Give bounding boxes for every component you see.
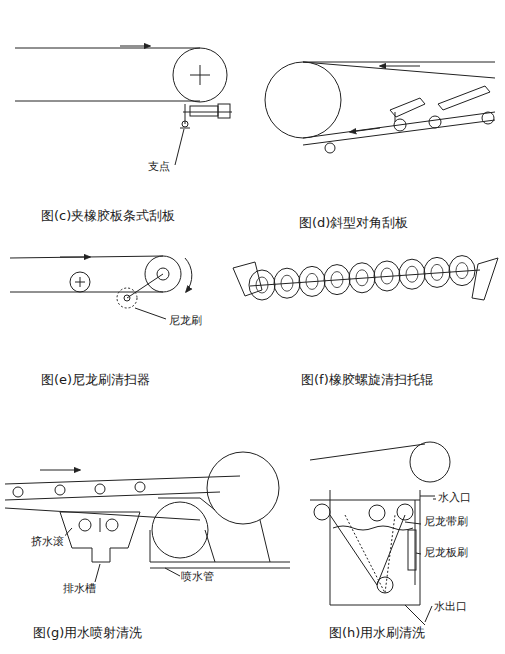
part-label: 水入口: [437, 491, 472, 504]
drawing-stroke: [95, 564, 100, 582]
scraper-c: [15, 46, 232, 165]
drawing-stroke: [180, 128, 190, 129]
drawing-stroke: [433, 499, 436, 500]
drawing-stroke: [350, 128, 380, 132]
water-spray-g: [5, 452, 290, 582]
drawing-stroke: [303, 62, 495, 78]
drawing-stroke: [265, 62, 341, 138]
drawing-stroke: [173, 48, 227, 102]
drawing-stroke: [303, 62, 495, 63]
drawing-stroke: [314, 504, 330, 520]
drawing-stroke: [117, 288, 137, 308]
drawing-stroke: [410, 442, 450, 482]
drawing-stroke: [380, 66, 420, 67]
drawing-stroke: [200, 65, 201, 85]
drawing-stroke: [482, 112, 494, 124]
drawing-stroke: [408, 530, 416, 570]
drawing-stroke: [135, 482, 145, 492]
drawing-stroke: [333, 526, 413, 530]
drawing-stroke: [420, 496, 435, 497]
drawing-stroke: [405, 605, 425, 625]
drawing-stroke: [405, 522, 421, 524]
drawing-stroke: [158, 498, 215, 510]
part-label: 尼龙板刷: [423, 546, 469, 559]
figure-caption: 图(f)橡胶螺旋清扫托辊: [300, 372, 434, 388]
part-label: 尼龙带刷: [423, 515, 469, 528]
drawing-stroke: [152, 502, 208, 558]
drawing-stroke: [60, 257, 90, 258]
drawing-stroke: [438, 86, 490, 110]
drawing-stroke: [10, 256, 163, 258]
nylon-brush-e: [10, 256, 192, 319]
drawing-stroke: [416, 553, 421, 554]
diagonal-scraper-d: [265, 62, 495, 153]
figure-caption: 图(c)夹橡胶板条式刮板: [40, 208, 176, 224]
figure-caption: 图(e)尼龙刷清扫器: [40, 372, 151, 388]
drawing-stroke: [55, 485, 65, 495]
part-label: 喷水管: [180, 570, 215, 583]
drawing-stroke: [100, 518, 101, 532]
drawing-stroke: [310, 500, 420, 501]
part-label: 尼龙刷: [168, 314, 203, 327]
part-label: 排水槽: [62, 582, 97, 595]
drawing-stroke: [70, 272, 90, 292]
drawing-stroke: [120, 46, 150, 47]
drawing-stroke: [5, 508, 200, 520]
drawing-stroke: [5, 492, 220, 500]
drawing-stroke: [330, 515, 405, 585]
drawing-stroke: [207, 452, 279, 524]
drawing-stroke: [80, 277, 81, 287]
pivot-label: 支点: [147, 160, 171, 173]
drawing-stroke: [150, 520, 270, 562]
drawing-stroke: [95, 484, 105, 494]
drawing-stroke: [106, 519, 118, 531]
drawing-stroke: [135, 308, 166, 319]
drawing-stroke: [218, 104, 230, 118]
drawing-stroke: [330, 490, 420, 605]
drawing-stroke: [472, 258, 498, 300]
drawing-stroke: [124, 295, 130, 301]
drawing-stroke: [40, 470, 80, 471]
drawing-stroke: [425, 606, 432, 622]
drawing-stroke: [394, 119, 406, 131]
drawing-stroke: [13, 487, 23, 497]
drawing-stroke: [10, 292, 163, 293]
drawing-stroke: [175, 129, 184, 165]
figure-caption: 图(d)斜型对角刮板: [298, 215, 409, 231]
drawing-stroke: [397, 504, 413, 520]
drawing-stroke: [60, 512, 140, 562]
figure-caption: 图(h)用水刷清洗: [328, 625, 426, 641]
drawing-stroke: [303, 120, 495, 145]
drawing-stroke: [250, 270, 480, 286]
drawing-stroke: [79, 519, 91, 531]
drawing-stroke: [15, 101, 200, 102]
part-label: 挤水滚: [30, 535, 65, 548]
drawing-stroke: [185, 258, 192, 292]
part-label: 水出口: [433, 600, 468, 613]
drawing-stroke: [127, 274, 163, 298]
drawing-stroke: [190, 106, 218, 116]
spiral-roller-f: [233, 256, 498, 300]
drawing-stroke: [150, 568, 290, 569]
drawing-stroke: [429, 116, 441, 128]
drawing-stroke: [150, 562, 290, 563]
water-brush-h: [310, 442, 450, 625]
drawing-stroke: [325, 143, 335, 153]
drawing-stroke: [5, 476, 240, 484]
drawing-stroke: [369, 505, 385, 521]
drawing-stroke: [415, 500, 416, 585]
figure-caption: 图(g)用水喷射清洗: [32, 625, 143, 641]
drawing-stroke: [165, 568, 180, 576]
drawing-stroke: [310, 444, 425, 460]
drawing-stroke: [15, 48, 200, 49]
drawing-stroke: [182, 121, 188, 127]
